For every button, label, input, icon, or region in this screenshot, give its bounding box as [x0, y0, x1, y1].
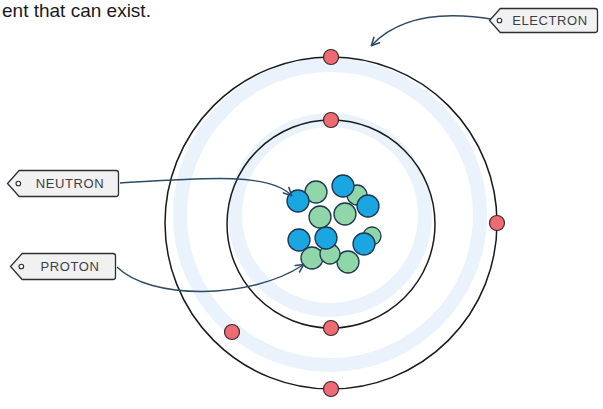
particle-label: PROTON: [41, 259, 100, 275]
label-tag: PROTON: [10, 253, 116, 280]
particle-label: ELECTRON: [512, 13, 588, 29]
leader-lines: [117, 16, 496, 292]
tag-shape: [490, 9, 598, 33]
outer-shell: [165, 57, 497, 389]
tag-hole: [16, 181, 21, 186]
label-tag: ELECTRON: [489, 8, 598, 33]
particle-label: NEUTRON: [36, 176, 104, 192]
heading-fragment: ent that can exist.: [2, 0, 151, 22]
electrons: [225, 50, 505, 397]
tag-shape: [8, 171, 119, 197]
watermark: [180, 65, 480, 365]
tag-hole: [19, 264, 24, 269]
label-tag: NEUTRON: [7, 170, 119, 197]
nucleus: [287, 175, 381, 273]
inner-shell: [227, 120, 435, 328]
tag-hole: [497, 18, 502, 23]
tag-shape: [11, 254, 116, 280]
